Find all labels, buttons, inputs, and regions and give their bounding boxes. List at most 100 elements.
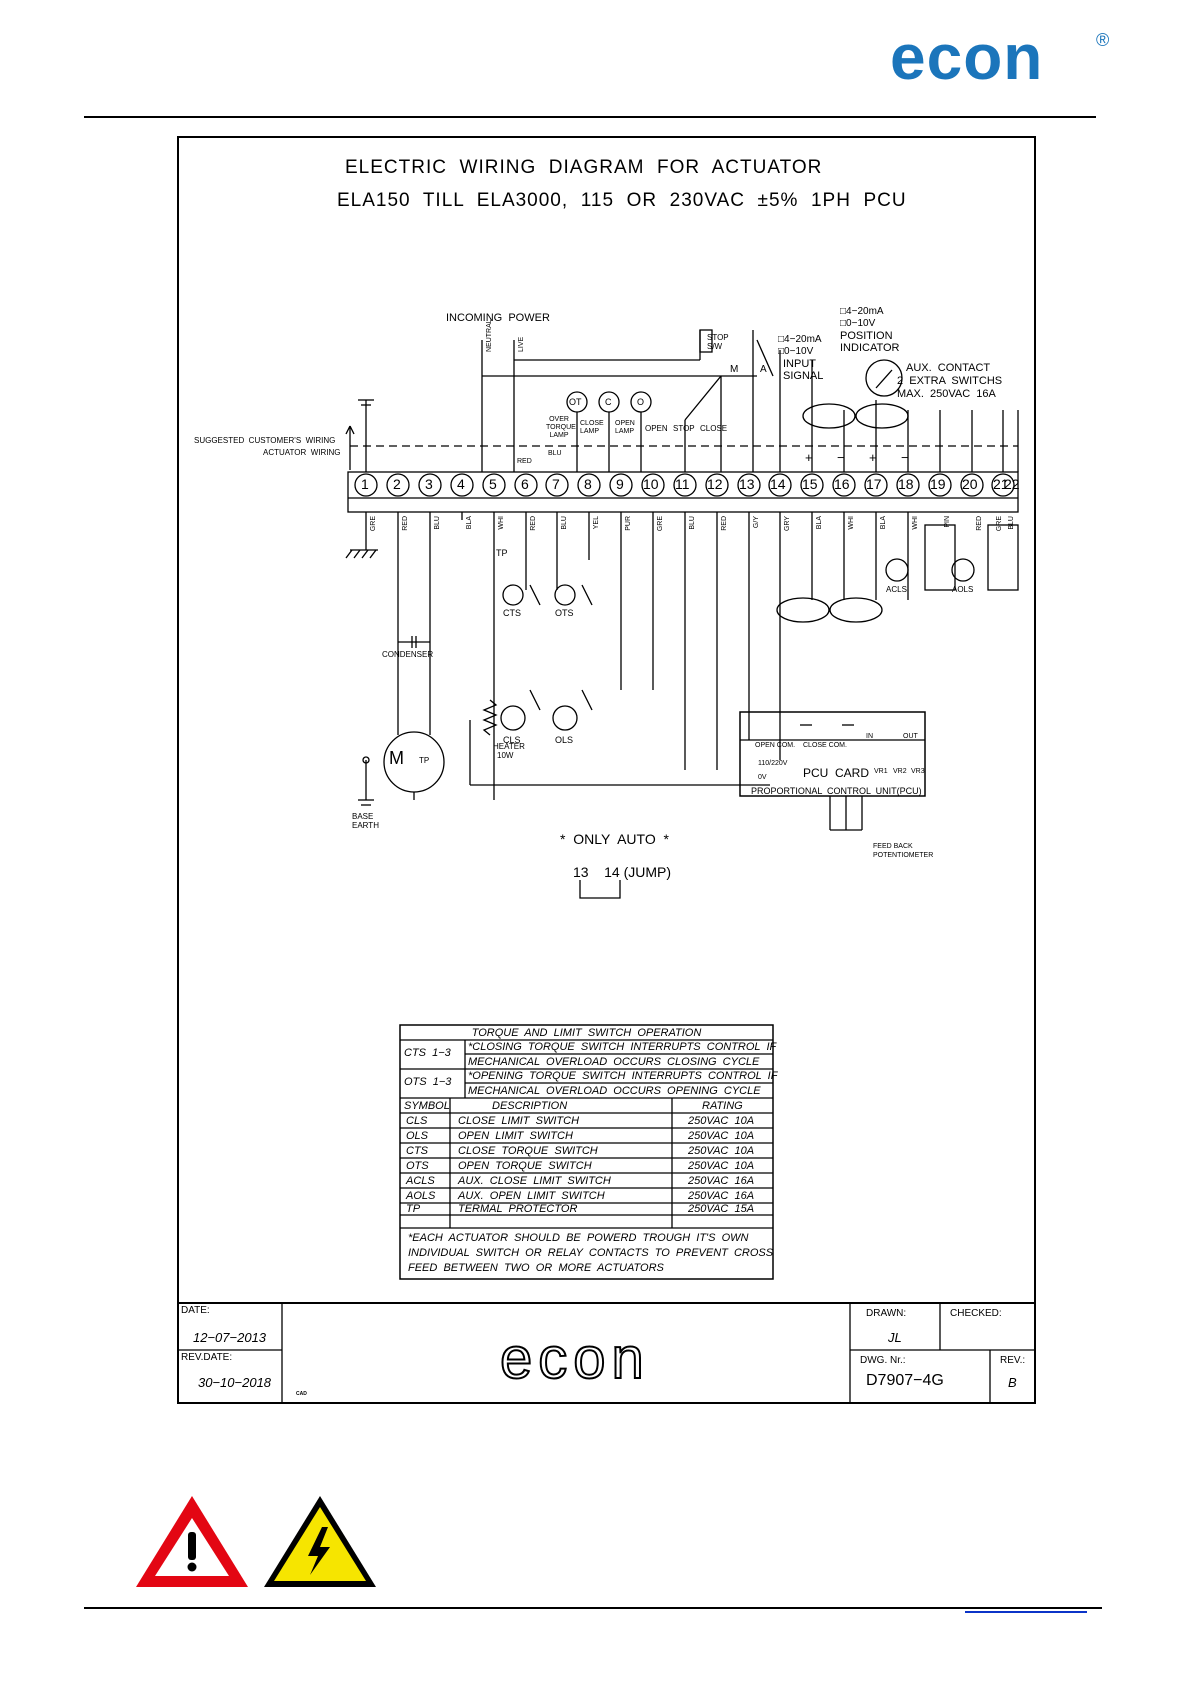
position-label-2: INDICATOR: [840, 342, 900, 354]
terminal-circles: [354, 473, 1015, 497]
diagram-title-line1: ELECTRIC WIRING DIAGRAM FOR ACTUATOR: [345, 157, 823, 178]
terminal-11: 11: [675, 476, 690, 492]
terminal-8: 8: [584, 476, 592, 492]
checked-label: CHECKED:: [950, 1308, 1002, 1319]
terminal-12: 12: [707, 476, 723, 492]
table-heading: TORQUE AND LIMIT SWITCH OPERATION: [471, 1027, 702, 1039]
table-note-3: FEED BETWEEN TWO OR MORE ACTUATORS: [408, 1262, 664, 1274]
col-rating: RATING: [702, 1100, 743, 1112]
pcu-110-label: 110/220V: [758, 760, 788, 767]
ots-code: OTS 1−3: [404, 1076, 452, 1088]
aols-label: AOLS: [952, 585, 974, 594]
cts-code: CTS 1−3: [404, 1047, 451, 1059]
position-label-1: POSITION: [840, 330, 893, 342]
rev-value: B: [1008, 1375, 1017, 1390]
tp-label: TP: [496, 548, 508, 558]
diagram-title-line2: ELA150 TILL ELA3000, 115 OR 230VAC ±5% 1…: [337, 190, 907, 211]
terminal-9: 9: [616, 476, 624, 492]
ols-label: OLS: [555, 735, 574, 745]
terminal-5: 5: [489, 476, 497, 492]
date-label: DATE:: [181, 1305, 210, 1316]
pcu-out-label: OUT: [903, 733, 918, 740]
pcu-card-box: [739, 711, 926, 797]
terminal-17: 17: [866, 476, 882, 492]
pcu-vr3: VR3: [911, 768, 925, 775]
switch-table-frame: [399, 1024, 774, 1280]
switch-stop-label: STOP: [673, 424, 695, 433]
pcu-vr1: VR1: [874, 768, 888, 775]
warning-triangle-icon: [136, 1496, 248, 1587]
mode-m-label: M: [730, 364, 739, 375]
actuator-wiring-label: ACTUATOR WIRING: [263, 448, 341, 457]
terminal-16: 16: [834, 476, 850, 492]
pos-opt1: □4−20mA: [840, 306, 884, 317]
terminal-6: 6: [521, 476, 529, 492]
high-voltage-icon: [264, 1496, 376, 1587]
terminal-19: 19: [930, 476, 946, 492]
input-signal-2: SIGNAL: [783, 370, 824, 382]
cad-mark: CAD: [296, 1391, 307, 1397]
input-opt1: □4−20mA: [778, 334, 822, 345]
title-block-logo: econ: [500, 1326, 650, 1391]
input-signal-1: INPUT: [783, 358, 816, 370]
terminal-strip: [347, 471, 1019, 513]
terminal-13: 13: [739, 476, 755, 492]
pcu-unit-label: PROPORTIONAL CONTROL UNIT(PCU): [751, 786, 922, 796]
lamp-ot: OT: [569, 397, 582, 407]
lamp-c: C: [605, 397, 612, 407]
cls-label: CLS: [503, 735, 521, 745]
drawn-value: JL: [888, 1330, 902, 1345]
header-rule: [84, 116, 1096, 118]
dwg-label: DWG. Nr.:: [860, 1355, 906, 1366]
condenser-label: CONDENSER: [382, 650, 434, 659]
input-plus: +: [805, 450, 813, 465]
terminal-18: 18: [898, 476, 914, 492]
terminal-2: 2: [393, 476, 401, 492]
jump-label: 13 14 (JUMP): [573, 864, 672, 880]
col-desc: DESCRIPTION: [492, 1100, 568, 1112]
terminal-21: 21: [993, 476, 1009, 492]
terminal-14: 14: [770, 476, 786, 492]
aux-label-1: AUX. CONTACT: [906, 362, 991, 374]
pcu-close-com: CLOSE COM.: [803, 742, 847, 749]
footer-link-underline[interactable]: [965, 1611, 1087, 1613]
drawing-frame: [177, 136, 1036, 1404]
pcu-open-com: OPEN COM.: [755, 742, 796, 749]
date-value: 12−07−2013: [193, 1330, 267, 1345]
cts-label: CTS: [503, 608, 521, 618]
table-note-1: *EACH ACTUATOR SHOULD BE POWERD TROUGH I…: [408, 1232, 749, 1244]
rev-date-value: 30−10−2018: [198, 1375, 272, 1390]
incoming-power-label: INCOMING POWER: [446, 312, 550, 324]
motor-m-label: M: [389, 748, 404, 768]
table-note-2: INDIVIDUAL SWITCH OR RELAY CONTACTS TO P…: [408, 1247, 774, 1259]
logo-text: econ: [890, 21, 1044, 93]
aux-label-2: 2 EXTRA SWITCHS: [897, 375, 1003, 387]
pcu-vr2: VR2: [893, 768, 907, 775]
terminal-22: 22: [1004, 476, 1020, 492]
terminal-10: 10: [643, 476, 659, 492]
econ-logo: econ ®: [890, 21, 1120, 93]
lamp-o: O: [637, 397, 645, 407]
mode-a-label: A: [760, 364, 767, 375]
switch-open-label: OPEN: [645, 424, 668, 433]
terminal-15: 15: [802, 476, 818, 492]
drawn-label: DRAWN:: [866, 1308, 907, 1319]
col-symbol: SYMBOL: [404, 1100, 450, 1112]
position-minus: −: [901, 450, 909, 465]
blu-wire-label: BLU: [548, 450, 562, 457]
ots-desc-2: MECHANICAL OVERLOAD OCCURS OPENING CYCLE: [468, 1085, 761, 1097]
terminal-20: 20: [962, 476, 978, 492]
acls-label: ACLS: [886, 585, 907, 594]
rev-label: REV.:: [1000, 1355, 1026, 1366]
cts-desc-2: MECHANICAL OVERLOAD OCCURS CLOSING CYCLE: [468, 1056, 760, 1068]
suggested-wiring-label: SUGGESTED CUSTOMER'S WIRING: [194, 436, 336, 445]
stop-sw-label: STOP S/W: [707, 333, 729, 351]
